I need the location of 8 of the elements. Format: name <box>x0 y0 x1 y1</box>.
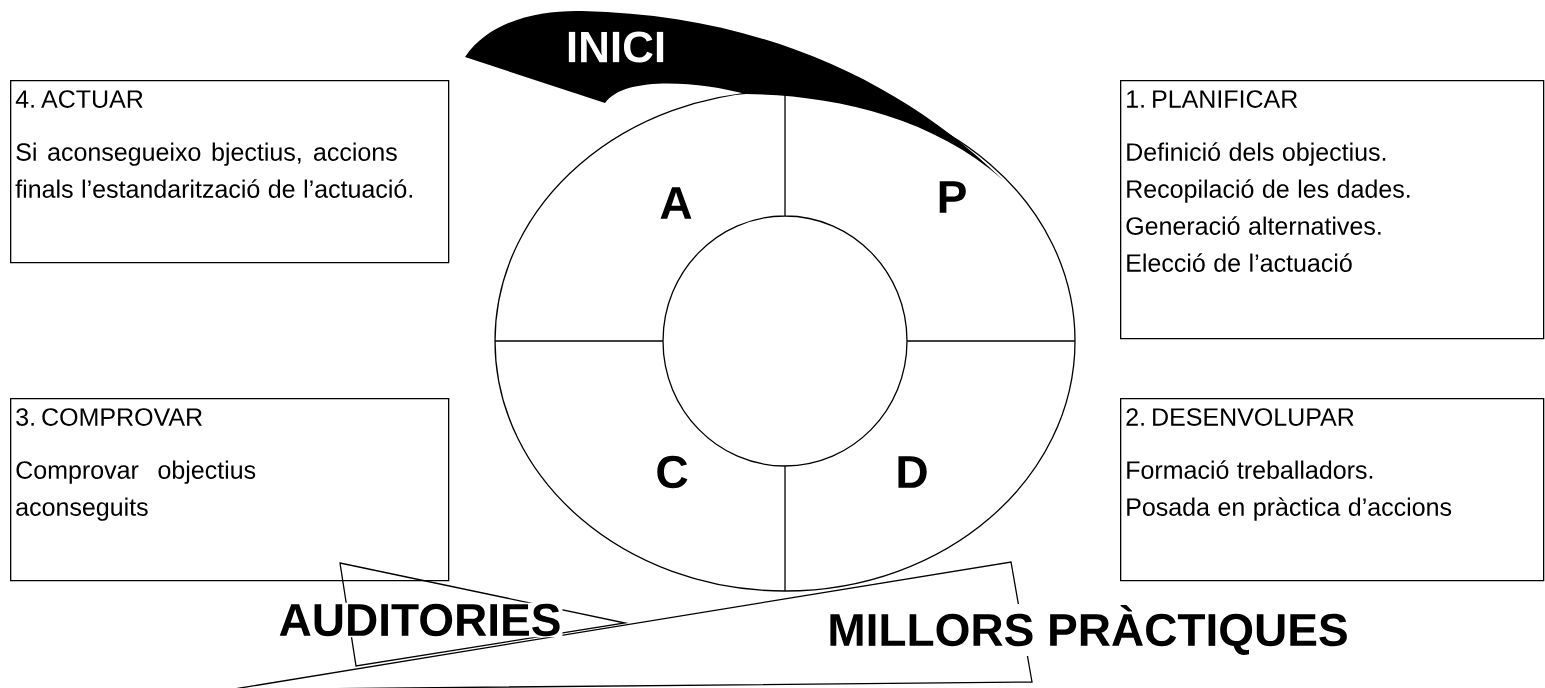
text-box: 1. PLANIFICAR Definició dels objectius. Recopilació de les dades. Generació alternatives. Elecció de l’actuació <box>1120 80 1545 340</box>
quadrant-letter: C <box>657 455 688 489</box>
text-box: 3. COMPROVAR Comprovar objectius aconseguits <box>10 398 450 582</box>
wedge-label: MILLORS PRÀCTIQUES <box>826 604 1350 656</box>
quadrant-letter: D <box>898 456 927 488</box>
text-box: 2. DESENVOLUPAR Formació treballadors. Posada en pràctica d’accions <box>1120 398 1545 582</box>
text-box: 4. ACTUAR Si aconsegueixo bjectius, accions finals l’estandarització de l’actuació. <box>10 80 450 264</box>
wedge-label: AUDITORIES <box>277 602 563 638</box>
